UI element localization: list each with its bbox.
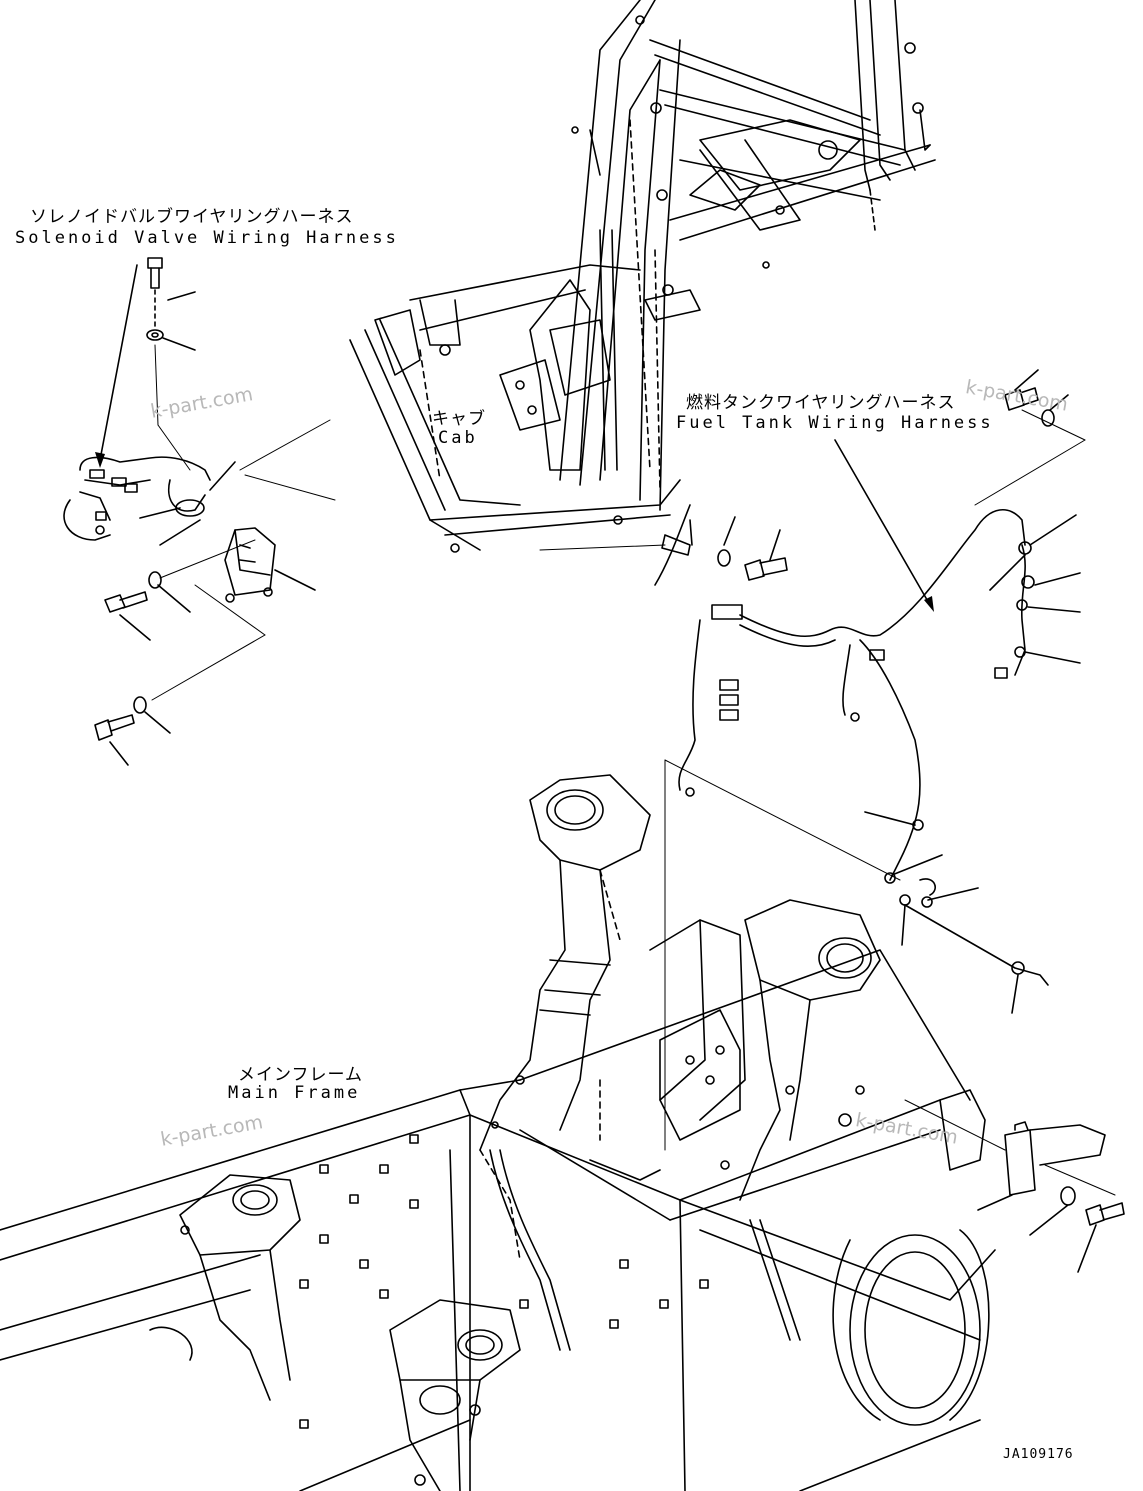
- main-frame-label-jp: メインフレーム: [238, 1065, 363, 1085]
- cab-label-en: Cab: [438, 428, 478, 448]
- cab-bolt-group: [540, 505, 787, 585]
- fuel-tank-harness-assembly: [665, 370, 1085, 1150]
- solenoid-harness-label-en: Solenoid Valve Wiring Harness: [15, 228, 399, 248]
- fuel-harness-label-en: Fuel Tank Wiring Harness: [676, 413, 994, 433]
- main-frame-label-en: Main Frame: [228, 1083, 361, 1103]
- drawing-code: JA109176: [1003, 1447, 1074, 1462]
- cab-label-jp: キャブ: [432, 409, 486, 429]
- fuel-harness-label-jp: 燃料タンクワイヤリングハーネス: [686, 393, 956, 413]
- main-frame-structure: [0, 775, 1124, 1491]
- cab-structure: [350, 0, 935, 552]
- solenoid-harness-label-jp: ソレノイドバルブワイヤリングハーネス: [30, 207, 354, 227]
- solenoid-harness-assembly: [64, 258, 335, 765]
